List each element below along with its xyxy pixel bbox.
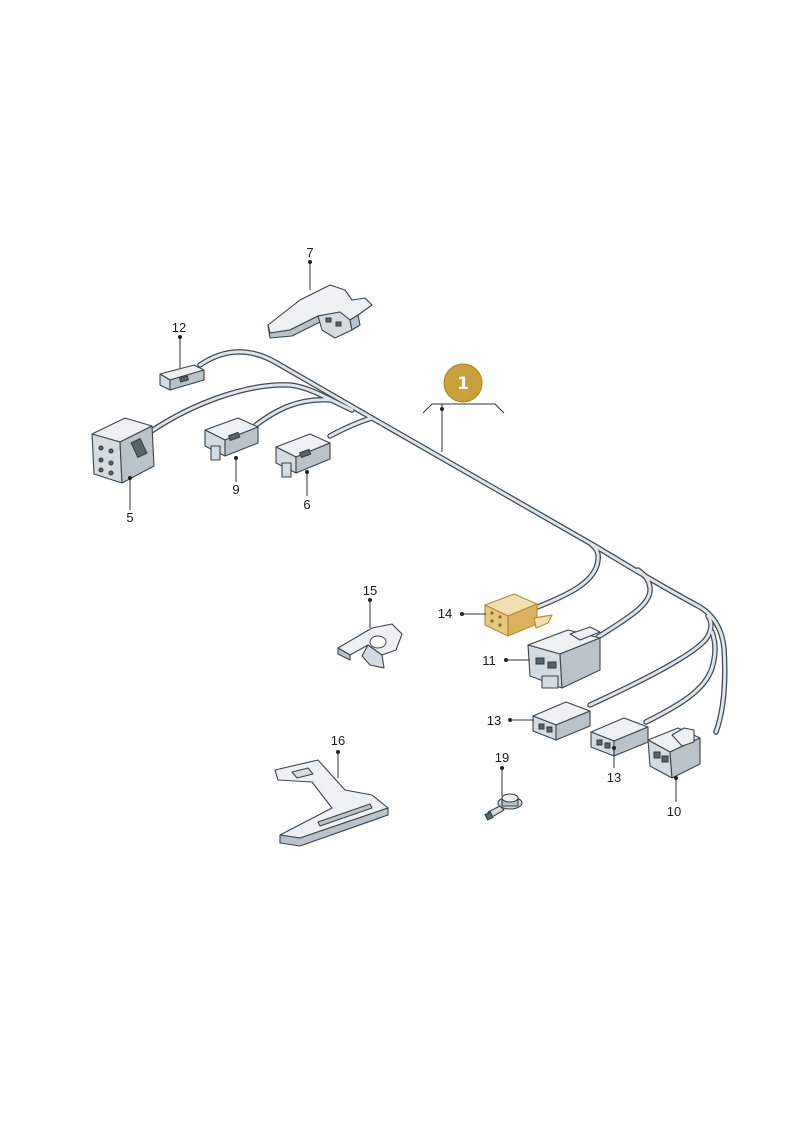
- callout-9: 9: [232, 482, 239, 497]
- callout-13a: 13: [487, 713, 501, 728]
- badge-label: 1: [457, 374, 469, 394]
- part-10-connector[interactable]: [647, 727, 701, 779]
- callout-5: 5: [126, 510, 133, 525]
- callout-19: 19: [495, 750, 509, 765]
- part-5-pin-grid: [98, 445, 114, 476]
- part-9-connector[interactable]: [204, 417, 259, 461]
- callout-6: 6: [303, 497, 310, 512]
- part-13b-connector[interactable]: [590, 717, 649, 757]
- wiring-harness[interactable]: [147, 349, 728, 735]
- part-12-connector[interactable]: [159, 364, 205, 391]
- callout-labels: 7 12 5 9 6 15 14 11 13 13 10 16 19: [126, 245, 681, 819]
- part-11-connector[interactable]: [527, 626, 601, 689]
- callout-14: 14: [438, 606, 452, 621]
- part-16-bracket-plate[interactable]: [274, 759, 389, 847]
- callout-7: 7: [306, 245, 313, 260]
- part-5-connector[interactable]: [91, 417, 155, 484]
- callout-12: 12: [172, 320, 186, 335]
- callout-10: 10: [667, 804, 681, 819]
- part-6-connector[interactable]: [275, 433, 331, 478]
- part-13a-connector[interactable]: [532, 701, 591, 741]
- callout-11: 11: [482, 653, 496, 668]
- callout-13b: 13: [607, 770, 621, 785]
- callout-15: 15: [363, 583, 377, 598]
- part-14-connector-highlighted[interactable]: [484, 593, 553, 637]
- callout-16: 16: [331, 733, 345, 748]
- assembly-badge[interactable]: 1: [443, 363, 483, 403]
- part-19-screw[interactable]: [484, 793, 523, 821]
- leader-lines: [128, 260, 678, 802]
- badge-circle: [443, 363, 483, 403]
- part-15-clip[interactable]: [337, 623, 403, 669]
- part-7-bracket[interactable]: [267, 284, 373, 339]
